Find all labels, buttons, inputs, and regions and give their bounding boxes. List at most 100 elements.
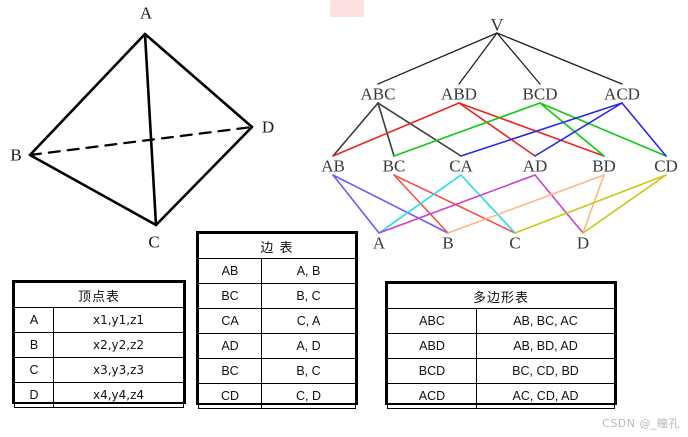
edge-node-AD: AD [522, 156, 548, 176]
edge-node-CA: CA [449, 156, 473, 176]
vertex-row-value-1: x2,y2,z2 [53, 332, 184, 358]
edge-row-key-5: CD [198, 383, 262, 409]
link-BC-B [393, 174, 449, 234]
tetra-edge-AD [143, 32, 254, 129]
polygon-row-key-2: BCD [387, 358, 477, 384]
vertex-table-title: 顶点表 [14, 282, 184, 308]
tetra-vertex-label-C: C [148, 232, 160, 252]
link-AD-A [378, 174, 536, 234]
vertex-row-key-0: A [14, 307, 54, 333]
edge-node-BD: BD [592, 156, 616, 176]
polygon-table-title-row: 多边形表 [387, 283, 615, 309]
polygon-row-value-0: AB, BC, AC [476, 308, 615, 334]
tetra-vertex-label-A: A [139, 3, 153, 23]
link-AB-A [332, 174, 380, 234]
link-V-ABD [458, 32, 498, 85]
face-node-ABC: ABC [360, 84, 396, 104]
link-ABC-CA [377, 102, 462, 157]
link-ACD-AD [534, 102, 623, 157]
edge-row-value-3: A, D [261, 333, 356, 359]
vertex-table-title-row: 顶点表 [14, 282, 184, 308]
link-ABC-AB [332, 102, 379, 157]
link-AB-B [332, 174, 449, 234]
tetra-vertex-label-D: D [261, 117, 275, 137]
tetra-edge-BC [28, 153, 158, 227]
edge-row-value-4: B, C [261, 358, 356, 384]
edge-row-key-2: CA [198, 308, 262, 334]
polygon-row-key-1: ABD [387, 333, 477, 359]
polygon-table-title: 多边形表 [387, 283, 615, 309]
face-node-ABD: ABD [441, 84, 477, 104]
face-node-BCD: BCD [522, 84, 558, 104]
edge-row-value-2: C, A [261, 308, 356, 334]
edge-table-title: 边 表 [198, 233, 356, 259]
link-ABC-BC [377, 102, 395, 157]
edge-node-BC: BC [382, 156, 406, 176]
link-CD-D [582, 174, 667, 234]
link-ABD-BD [458, 102, 605, 157]
vertex-node-A: A [372, 233, 386, 253]
vertex-node-C: C [509, 233, 521, 253]
link-CA-C [460, 174, 516, 234]
tetra-vertex-label-B: B [10, 145, 22, 165]
link-BD-D [582, 174, 605, 234]
tetra-edge-CD [154, 125, 254, 227]
polygon-row-key-0: ABC [387, 308, 477, 334]
link-V-ABC [377, 32, 498, 85]
tetra-edge-AC [143, 32, 158, 227]
link-ACD-CA [460, 102, 623, 157]
edge-node-CD: CD [654, 156, 678, 176]
edge-row-value-1: B, C [261, 283, 356, 309]
vertex-node-D: D [576, 233, 590, 253]
vertex-row-key-1: B [14, 332, 54, 358]
csdn-watermark: CSDN @_瞳孔 [602, 417, 680, 430]
link-CD-C [514, 174, 667, 234]
tetra-hidden-edge-BD [28, 125, 254, 157]
vertex-row-value-3: x4,y4,z4 [53, 382, 184, 408]
link-BCD-BC [393, 102, 541, 157]
link-BD-B [447, 174, 605, 234]
polygon-row-key-3: ACD [387, 383, 477, 409]
edge-table-title-row: 边 表 [198, 233, 356, 259]
link-AD-D [534, 174, 584, 234]
vertex-row-value-0: x1,y1,z1 [53, 307, 184, 333]
link-ABD-AD [458, 102, 536, 157]
link-V-ACD [496, 32, 623, 85]
link-BCD-CD [539, 102, 667, 157]
edge-row-key-4: BC [198, 358, 262, 384]
face-node-ACD: ACD [604, 84, 640, 104]
vertex-row-key-2: C [14, 357, 54, 383]
edge-node-AB: AB [321, 156, 345, 176]
polygon-row-value-1: AB, BD, AD [476, 333, 615, 359]
root-node-V: V [490, 15, 504, 35]
pink-highlight-block [330, 0, 364, 17]
polygon-row-value-2: BC, CD, BD [476, 358, 615, 384]
vertex-row-key-3: D [14, 382, 54, 408]
link-ACD-CD [621, 102, 667, 157]
edge-row-key-1: BC [198, 283, 262, 309]
polygon-row-value-3: AC, CD, AD [476, 383, 615, 409]
link-CA-A [378, 174, 462, 234]
link-V-BCD [496, 32, 541, 85]
edge-row-value-0: A, B [261, 258, 356, 284]
edge-row-key-0: AB [198, 258, 262, 284]
